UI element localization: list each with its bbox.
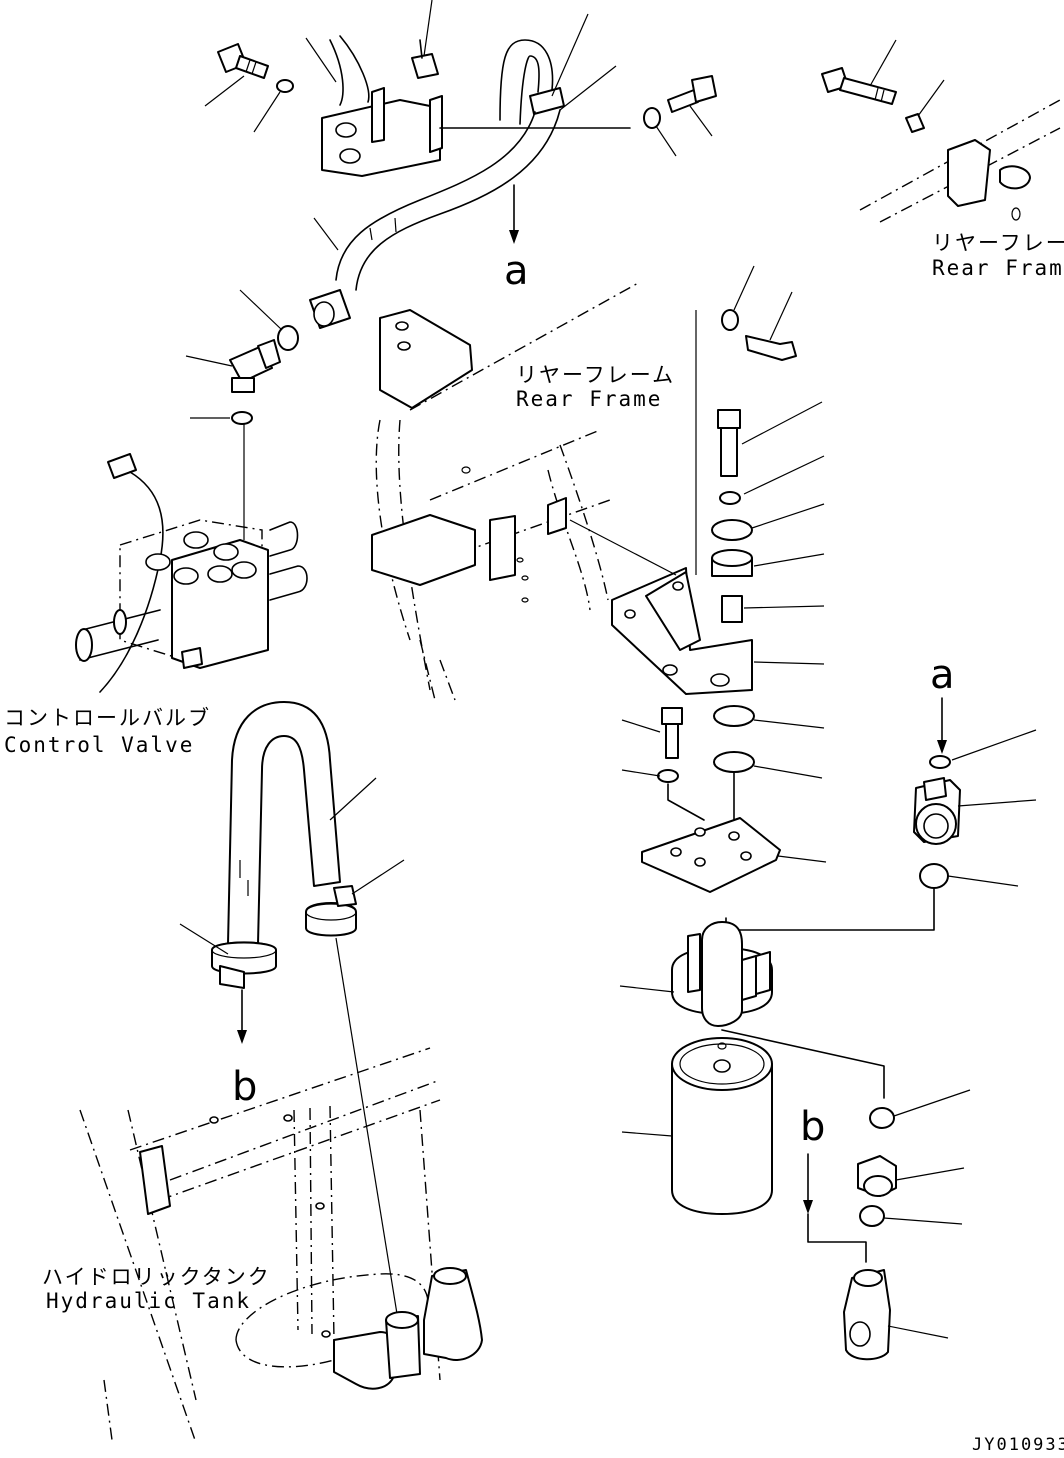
rear-frame-center	[371, 281, 641, 701]
tank-suction-elbows	[333, 1267, 483, 1390]
marker-b-right: b	[800, 1104, 825, 1150]
leader-lines	[179, 0, 1037, 1339]
marker-a-upper: a	[504, 248, 529, 294]
bolt-hose-right	[667, 75, 717, 113]
bracket-assembly-top	[217, 35, 631, 177]
hose-clamp-left	[211, 941, 277, 989]
bolt-top-left	[217, 43, 269, 79]
lower-hose	[227, 701, 341, 945]
rear-frame-mid-label-jp: リヤーフレーム	[516, 363, 675, 387]
rear-frame-top-right	[821, 67, 1061, 223]
marker-a-right: a	[930, 652, 955, 698]
washer-hose-right	[643, 107, 661, 129]
control-valve-label-en: Control Valve	[4, 733, 194, 757]
control-valve	[75, 453, 308, 693]
hose-clamp-right	[305, 885, 357, 937]
o-ring-top	[277, 325, 299, 351]
rear-frame-top-label-en: Rear Frame	[932, 256, 1064, 280]
rear-frame-top-label-jp: リヤーフレーム	[932, 231, 1064, 255]
o-ring-elbow	[231, 411, 253, 425]
control-valve-label-jp: コントロールバルブ	[4, 706, 211, 730]
swivel-fitting	[843, 1269, 891, 1361]
hydraulic-tank-label-en: Hydraulic Tank	[46, 1289, 251, 1313]
filter-head	[671, 921, 773, 1027]
drawing-code: JY010933	[972, 1435, 1064, 1455]
filter-element	[671, 1037, 773, 1215]
rear-frame-mid-label-en: Rear Frame	[516, 387, 662, 411]
adapter-fitting	[857, 1155, 897, 1197]
filter-inlet-fitting	[913, 777, 961, 845]
marker-b-left: b	[232, 1064, 257, 1110]
washer-top-left	[276, 79, 294, 93]
hydraulic-tank-label-jp: ハイドロリックタンク	[42, 1265, 271, 1289]
filter-bracket-stack	[569, 309, 797, 893]
elbow-fitting	[229, 339, 281, 393]
upper-hose	[309, 39, 565, 329]
